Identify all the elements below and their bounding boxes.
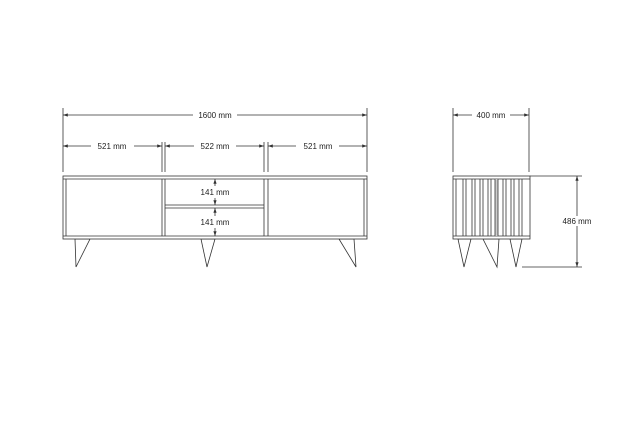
side-view: 400 mm	[452, 108, 594, 269]
dimension-upper-drawer: 141 mm	[199, 179, 233, 205]
right-section-label: 521 mm	[304, 142, 333, 151]
left-section-label: 521 mm	[98, 142, 127, 151]
depth-label: 400 mm	[477, 111, 506, 120]
side-body	[452, 175, 531, 269]
dimension-total-width: 1600 mm	[63, 111, 367, 120]
dimension-depth: 400 mm	[453, 111, 529, 120]
total-width-label: 1600 mm	[198, 111, 232, 120]
dimension-lower-drawer: 141 mm	[199, 208, 233, 236]
dimension-left-section: 521 mm	[63, 142, 162, 151]
dimension-height: 486 mm	[522, 175, 594, 268]
dimension-middle-section: 522 mm	[165, 142, 264, 151]
dimension-right-section: 521 mm	[268, 142, 367, 151]
middle-section-label: 522 mm	[201, 142, 230, 151]
front-view: 1600 mm 521 mm 522 mm 521 mm	[62, 108, 368, 268]
cabinet-body	[62, 175, 368, 268]
upper-drawer-label: 141 mm	[201, 188, 230, 197]
lower-drawer-label: 141 mm	[201, 218, 230, 227]
height-label: 486 mm	[563, 217, 592, 226]
